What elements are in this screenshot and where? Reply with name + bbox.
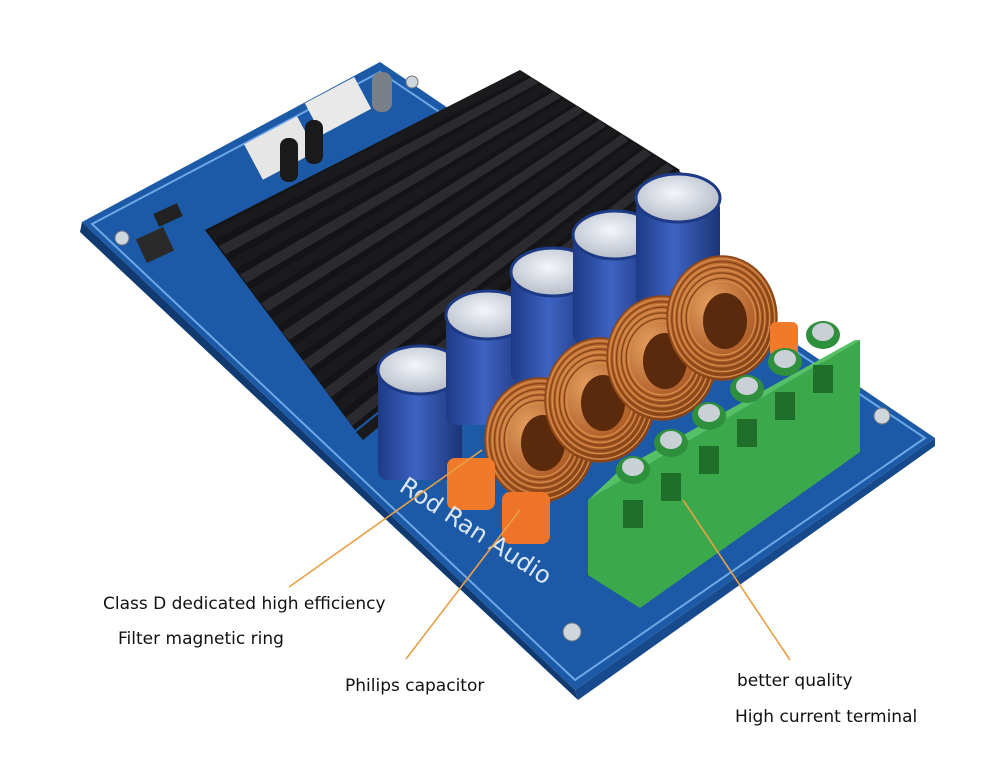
heatsink-fin — [292, 127, 618, 355]
high-current-terminal — [588, 321, 860, 608]
coil-winding — [680, 272, 764, 364]
leader-line-terminal — [682, 499, 791, 661]
heatsink-fin — [218, 77, 539, 255]
coil-winding — [675, 266, 769, 370]
capacitor-rim — [634, 172, 722, 224]
film-capacitor-icon — [447, 458, 495, 510]
coil-winding — [687, 280, 757, 356]
terminal-slot — [813, 365, 833, 393]
philips-capacitors — [447, 322, 798, 544]
electrolytic-capacitor-icon — [376, 344, 464, 480]
coil-winding — [673, 263, 771, 373]
mounting-hole-icon — [405, 75, 419, 89]
heatsink-fin — [303, 134, 629, 369]
leader-line-capacitor — [405, 509, 521, 660]
caption-filter-coil-line2: Filter magnetic ring — [118, 629, 284, 649]
coil-winding — [671, 260, 773, 376]
terminal-screw-head — [774, 350, 796, 368]
heatsink-fin — [260, 105, 584, 312]
inductor-icon — [135, 226, 175, 264]
terminal-slot — [737, 419, 757, 447]
coil-winding — [668, 258, 776, 378]
chip-icon — [153, 203, 183, 227]
small-capacitor-icon — [280, 138, 298, 182]
heatsink-fin — [271, 112, 595, 326]
coil-winding — [678, 269, 766, 367]
heatsink-fin — [313, 141, 640, 383]
mounting-hole-icon — [562, 622, 582, 642]
mounting-hole-icon — [114, 230, 130, 246]
mounting-hole-icon — [873, 407, 891, 425]
heatsink-fin — [282, 120, 606, 340]
coil-winding — [666, 255, 778, 381]
toroid-coil-icon — [666, 255, 778, 381]
electrolytic-capacitors — [376, 172, 722, 480]
small-capacitor-icon — [372, 72, 392, 112]
filter-magnetic-rings — [484, 255, 778, 503]
caption-terminal-line2: High current terminal — [735, 707, 918, 727]
coil-winding — [685, 277, 759, 359]
terminal-slot — [699, 446, 719, 474]
heatsink-fin — [229, 84, 550, 269]
terminal-slot — [661, 473, 681, 501]
heatsink-fin — [324, 148, 652, 398]
capacitor-top — [636, 174, 720, 222]
heatsink-fin — [239, 91, 561, 283]
coil-center — [703, 293, 747, 349]
coil-winding — [683, 274, 761, 362]
caption-terminal-line1: better quality — [737, 671, 853, 691]
small-capacitor-icon — [305, 120, 323, 164]
leader-lines — [288, 449, 791, 661]
heatsink-fin — [250, 98, 573, 298]
caption-philips-capacitor: Philips capacitor — [345, 676, 485, 696]
film-capacitor-icon — [502, 492, 550, 544]
caption-filter-coil-line1: Class D dedicated high efficiency — [103, 594, 386, 614]
terminal-screw-head — [660, 431, 682, 449]
connector-icon — [304, 76, 372, 136]
terminal-screw-head — [812, 323, 834, 341]
capacitor-top — [446, 291, 530, 339]
terminal-slot — [623, 500, 643, 528]
terminal-screw-head — [736, 377, 758, 395]
capacitor-top — [378, 346, 462, 394]
capacitor-body — [378, 370, 462, 480]
terminal-slot — [775, 392, 795, 420]
terminal-screw-head — [698, 404, 720, 422]
leader-line-coil — [288, 449, 483, 588]
terminal-screw-head — [622, 458, 644, 476]
heatsink-fin — [208, 70, 527, 240]
